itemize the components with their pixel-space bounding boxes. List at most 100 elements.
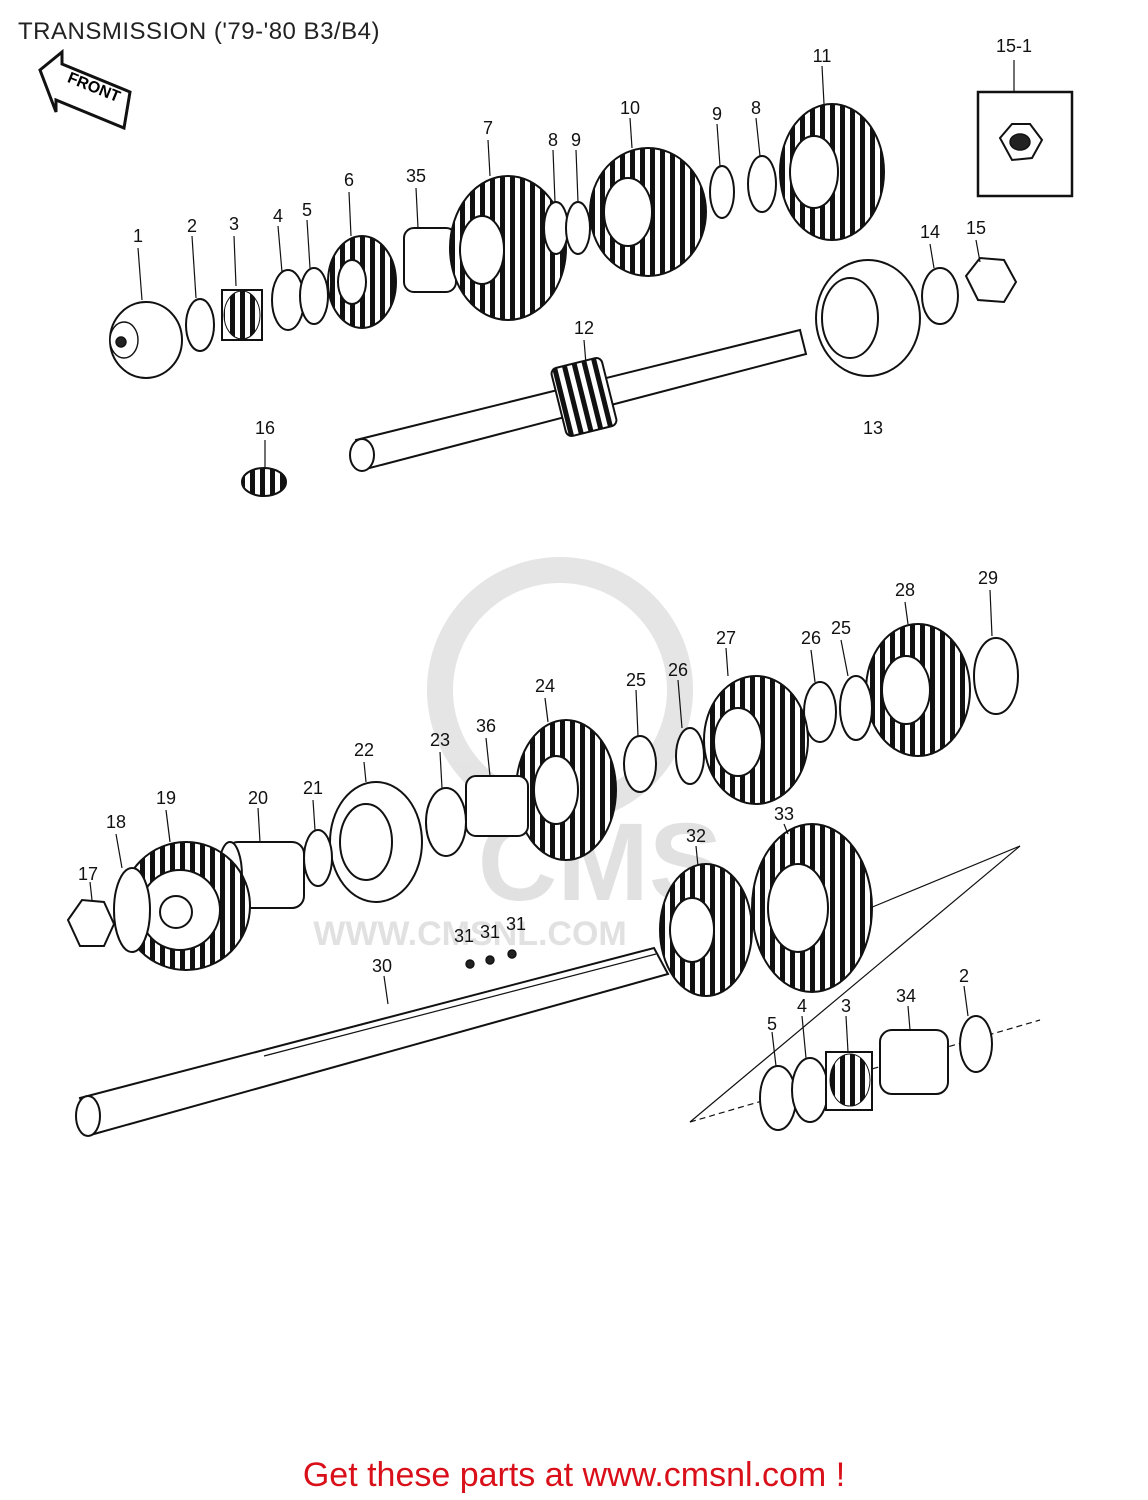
callout-36: 36 — [476, 716, 496, 736]
callout-19: 19 — [156, 788, 176, 808]
part-10-gear — [589, 147, 707, 277]
part-13-ball-bearing — [815, 259, 921, 377]
part-11-gear — [779, 103, 885, 241]
callout-5b: 5 — [767, 1014, 777, 1034]
part-2b-circlip — [959, 1015, 993, 1073]
callout-14: 14 — [920, 222, 940, 242]
part-26b-circlip — [803, 681, 837, 743]
callout-3: 3 — [229, 214, 239, 234]
callout-31b: 31 — [480, 922, 500, 942]
callout-23: 23 — [430, 730, 450, 750]
part-33-gear — [751, 823, 873, 993]
callout-20: 20 — [248, 788, 268, 808]
callout-6: 6 — [344, 170, 354, 190]
part-8b-washer — [747, 155, 777, 213]
inset-box: 15-1 — [976, 36, 1074, 198]
callout-28: 28 — [895, 580, 915, 600]
part-25b-washer — [839, 675, 873, 741]
callout-29: 29 — [978, 568, 998, 588]
callout-34: 34 — [896, 986, 916, 1006]
callout-11: 11 — [813, 46, 832, 66]
upper-shaft-assembly — [109, 103, 1018, 497]
callout-1: 1 — [133, 226, 143, 246]
callout-32: 32 — [686, 826, 706, 846]
part-25a-washer — [623, 735, 657, 793]
part-21-o-ring — [303, 829, 333, 887]
lower-shaft-assembly — [66, 623, 1041, 1137]
callout-31a: 31 — [454, 926, 474, 946]
part-3b-needle-bearing — [825, 1051, 873, 1111]
callout-8: 8 — [548, 130, 558, 150]
callout-17: 17 — [78, 864, 98, 884]
part-31-ball-a — [465, 959, 475, 969]
part-32-gear — [659, 863, 753, 997]
part-27-gear — [703, 675, 809, 805]
callout-22: 22 — [354, 740, 374, 760]
callout-8b: 8 — [751, 98, 761, 118]
callout-35: 35 — [406, 166, 426, 186]
callout-9: 9 — [571, 130, 581, 150]
part-36-bushing — [465, 775, 529, 837]
callout-10: 10 — [620, 98, 640, 118]
part-19-sprocket — [121, 841, 251, 971]
part-9-circlip — [565, 201, 591, 255]
part-22-ball-bearing — [329, 781, 423, 903]
callout-21: 21 — [303, 778, 323, 798]
callout-31c: 31 — [506, 914, 526, 934]
part-30-shaft — [75, 946, 670, 1137]
part-16-plug — [241, 467, 287, 497]
callout-9b: 9 — [712, 104, 722, 124]
callout-3b: 3 — [841, 996, 851, 1016]
part-34-bushing — [879, 1029, 949, 1095]
part-12-shaft — [349, 328, 808, 472]
callout-33: 33 — [774, 804, 794, 824]
callout-2b: 2 — [959, 966, 969, 986]
callout-4b: 4 — [797, 996, 807, 1016]
part-35-bushing — [403, 227, 457, 293]
front-arrow: FRONT — [38, 48, 132, 131]
callout-26: 26 — [668, 660, 688, 680]
callout-4: 4 — [273, 206, 283, 226]
callouts: 1 2 3 4 5 6 35 7 8 9 10 9 8 11 14 15 12 … — [78, 46, 998, 1067]
part-28-gear — [865, 623, 971, 757]
part-23-washer — [425, 787, 467, 857]
part-31-ball-b — [485, 955, 495, 965]
part-3-needle-bearing — [221, 289, 263, 341]
part-31-ball-c — [507, 949, 517, 959]
part-15-nut — [964, 256, 1018, 304]
callout-30: 30 — [372, 956, 392, 976]
callout-7: 7 — [483, 118, 493, 138]
part-24-gear — [515, 719, 617, 861]
callout-12: 12 — [574, 318, 594, 338]
callout-2: 2 — [187, 216, 197, 236]
part-9b-circlip — [709, 165, 735, 219]
part-29-washer — [973, 637, 1019, 715]
part-5b-washer — [759, 1065, 797, 1131]
inset-label: 15-1 — [996, 36, 1032, 56]
part-26a-circlip — [675, 727, 705, 785]
callout-15: 15 — [966, 218, 986, 238]
part-2-circlip — [185, 298, 215, 352]
part-6-gear — [327, 235, 397, 329]
page-title: TRANSMISSION ('79-'80 B3/B4) — [18, 18, 380, 45]
watermark-url: WWW.CMSNL.COM — [313, 915, 627, 953]
callout-24: 24 — [535, 676, 555, 696]
callout-5: 5 — [302, 200, 312, 220]
callout-26b: 26 — [801, 628, 821, 648]
part-17-nut — [66, 898, 116, 947]
part-8-washer — [543, 201, 569, 255]
part-7-gear — [449, 175, 567, 321]
callout-25b: 25 — [831, 618, 851, 638]
part-14-washer — [921, 267, 959, 325]
callout-25: 25 — [626, 670, 646, 690]
callout-16: 16 — [255, 418, 275, 438]
promo-link[interactable]: Get these parts at www.cmsnl.com ! — [302, 1456, 846, 1494]
part-18-lock-washer — [113, 867, 151, 953]
callout-27: 27 — [716, 628, 736, 648]
callout-18: 18 — [106, 812, 126, 832]
part-4b-washer — [791, 1057, 829, 1123]
part-5-washer — [299, 267, 329, 325]
part-1-cap — [109, 301, 183, 379]
callout-13: 13 — [863, 418, 883, 438]
